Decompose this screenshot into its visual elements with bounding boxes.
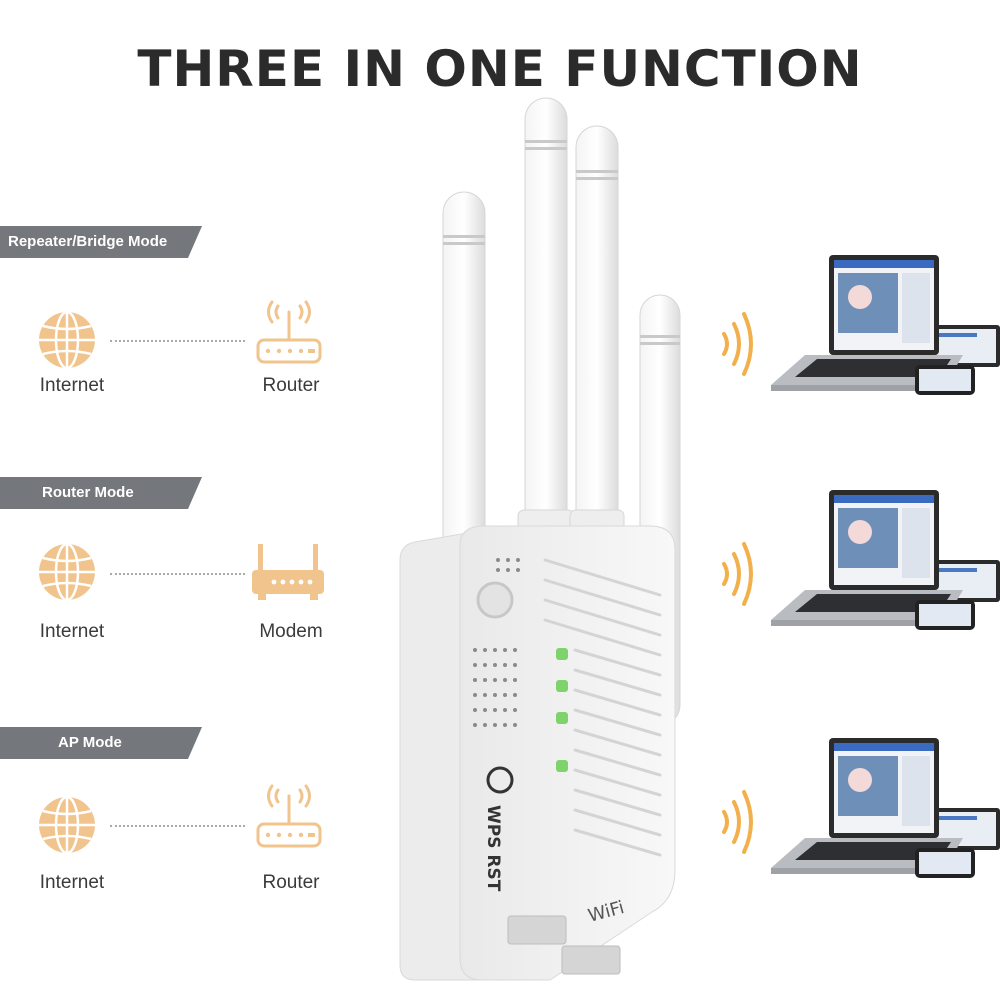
modem-label: Modem [259, 621, 323, 642]
tablet-icon [930, 325, 1000, 367]
wifi-signal-icon [722, 312, 753, 376]
client-devices [771, 738, 1000, 878]
client-devices [771, 490, 1000, 630]
status-led [556, 648, 568, 772]
connection-line [110, 825, 245, 827]
connection-line [110, 573, 245, 575]
mode-banner-label: AP Mode [58, 734, 122, 751]
modem-icon [252, 544, 324, 600]
mode-banner-router: Router Mode [0, 477, 202, 509]
internet-label: Internet [39, 375, 105, 396]
wifi-signal-icon [722, 542, 753, 606]
mode-banner-label: Router Mode [42, 484, 134, 501]
wps-rst-button [486, 766, 514, 794]
client-devices [771, 255, 1000, 395]
internet-label: Internet [39, 621, 105, 642]
button-caption: WPS RST [483, 805, 503, 892]
mode-banner-ap: AP Mode [0, 727, 202, 759]
router-label: Router [262, 872, 320, 893]
globe-icon [39, 310, 95, 370]
phone-icon [915, 848, 975, 878]
mode-banner-repeater: Repeater/Bridge Mode [0, 226, 202, 258]
wifi-signal-icon [722, 790, 753, 854]
laptop-icon [771, 255, 963, 391]
wifi-extender-device: WPS RST WiFi [399, 97, 681, 981]
laptop-icon [771, 738, 963, 874]
phone-icon [915, 600, 975, 630]
antenna [442, 191, 486, 613]
globe-icon [39, 795, 95, 855]
mode-banner-label: Repeater/Bridge Mode [8, 233, 168, 250]
router-label: Router [262, 375, 320, 396]
antenna [569, 125, 625, 547]
router-icon [256, 784, 322, 848]
page-title: THREE IN ONE FUNCTION [137, 40, 863, 98]
router-icon [256, 300, 322, 364]
phone-icon [915, 365, 975, 395]
antenna [517, 97, 575, 541]
globe-icon [39, 542, 95, 602]
internet-label: Internet [39, 872, 105, 893]
connection-line [110, 340, 245, 342]
